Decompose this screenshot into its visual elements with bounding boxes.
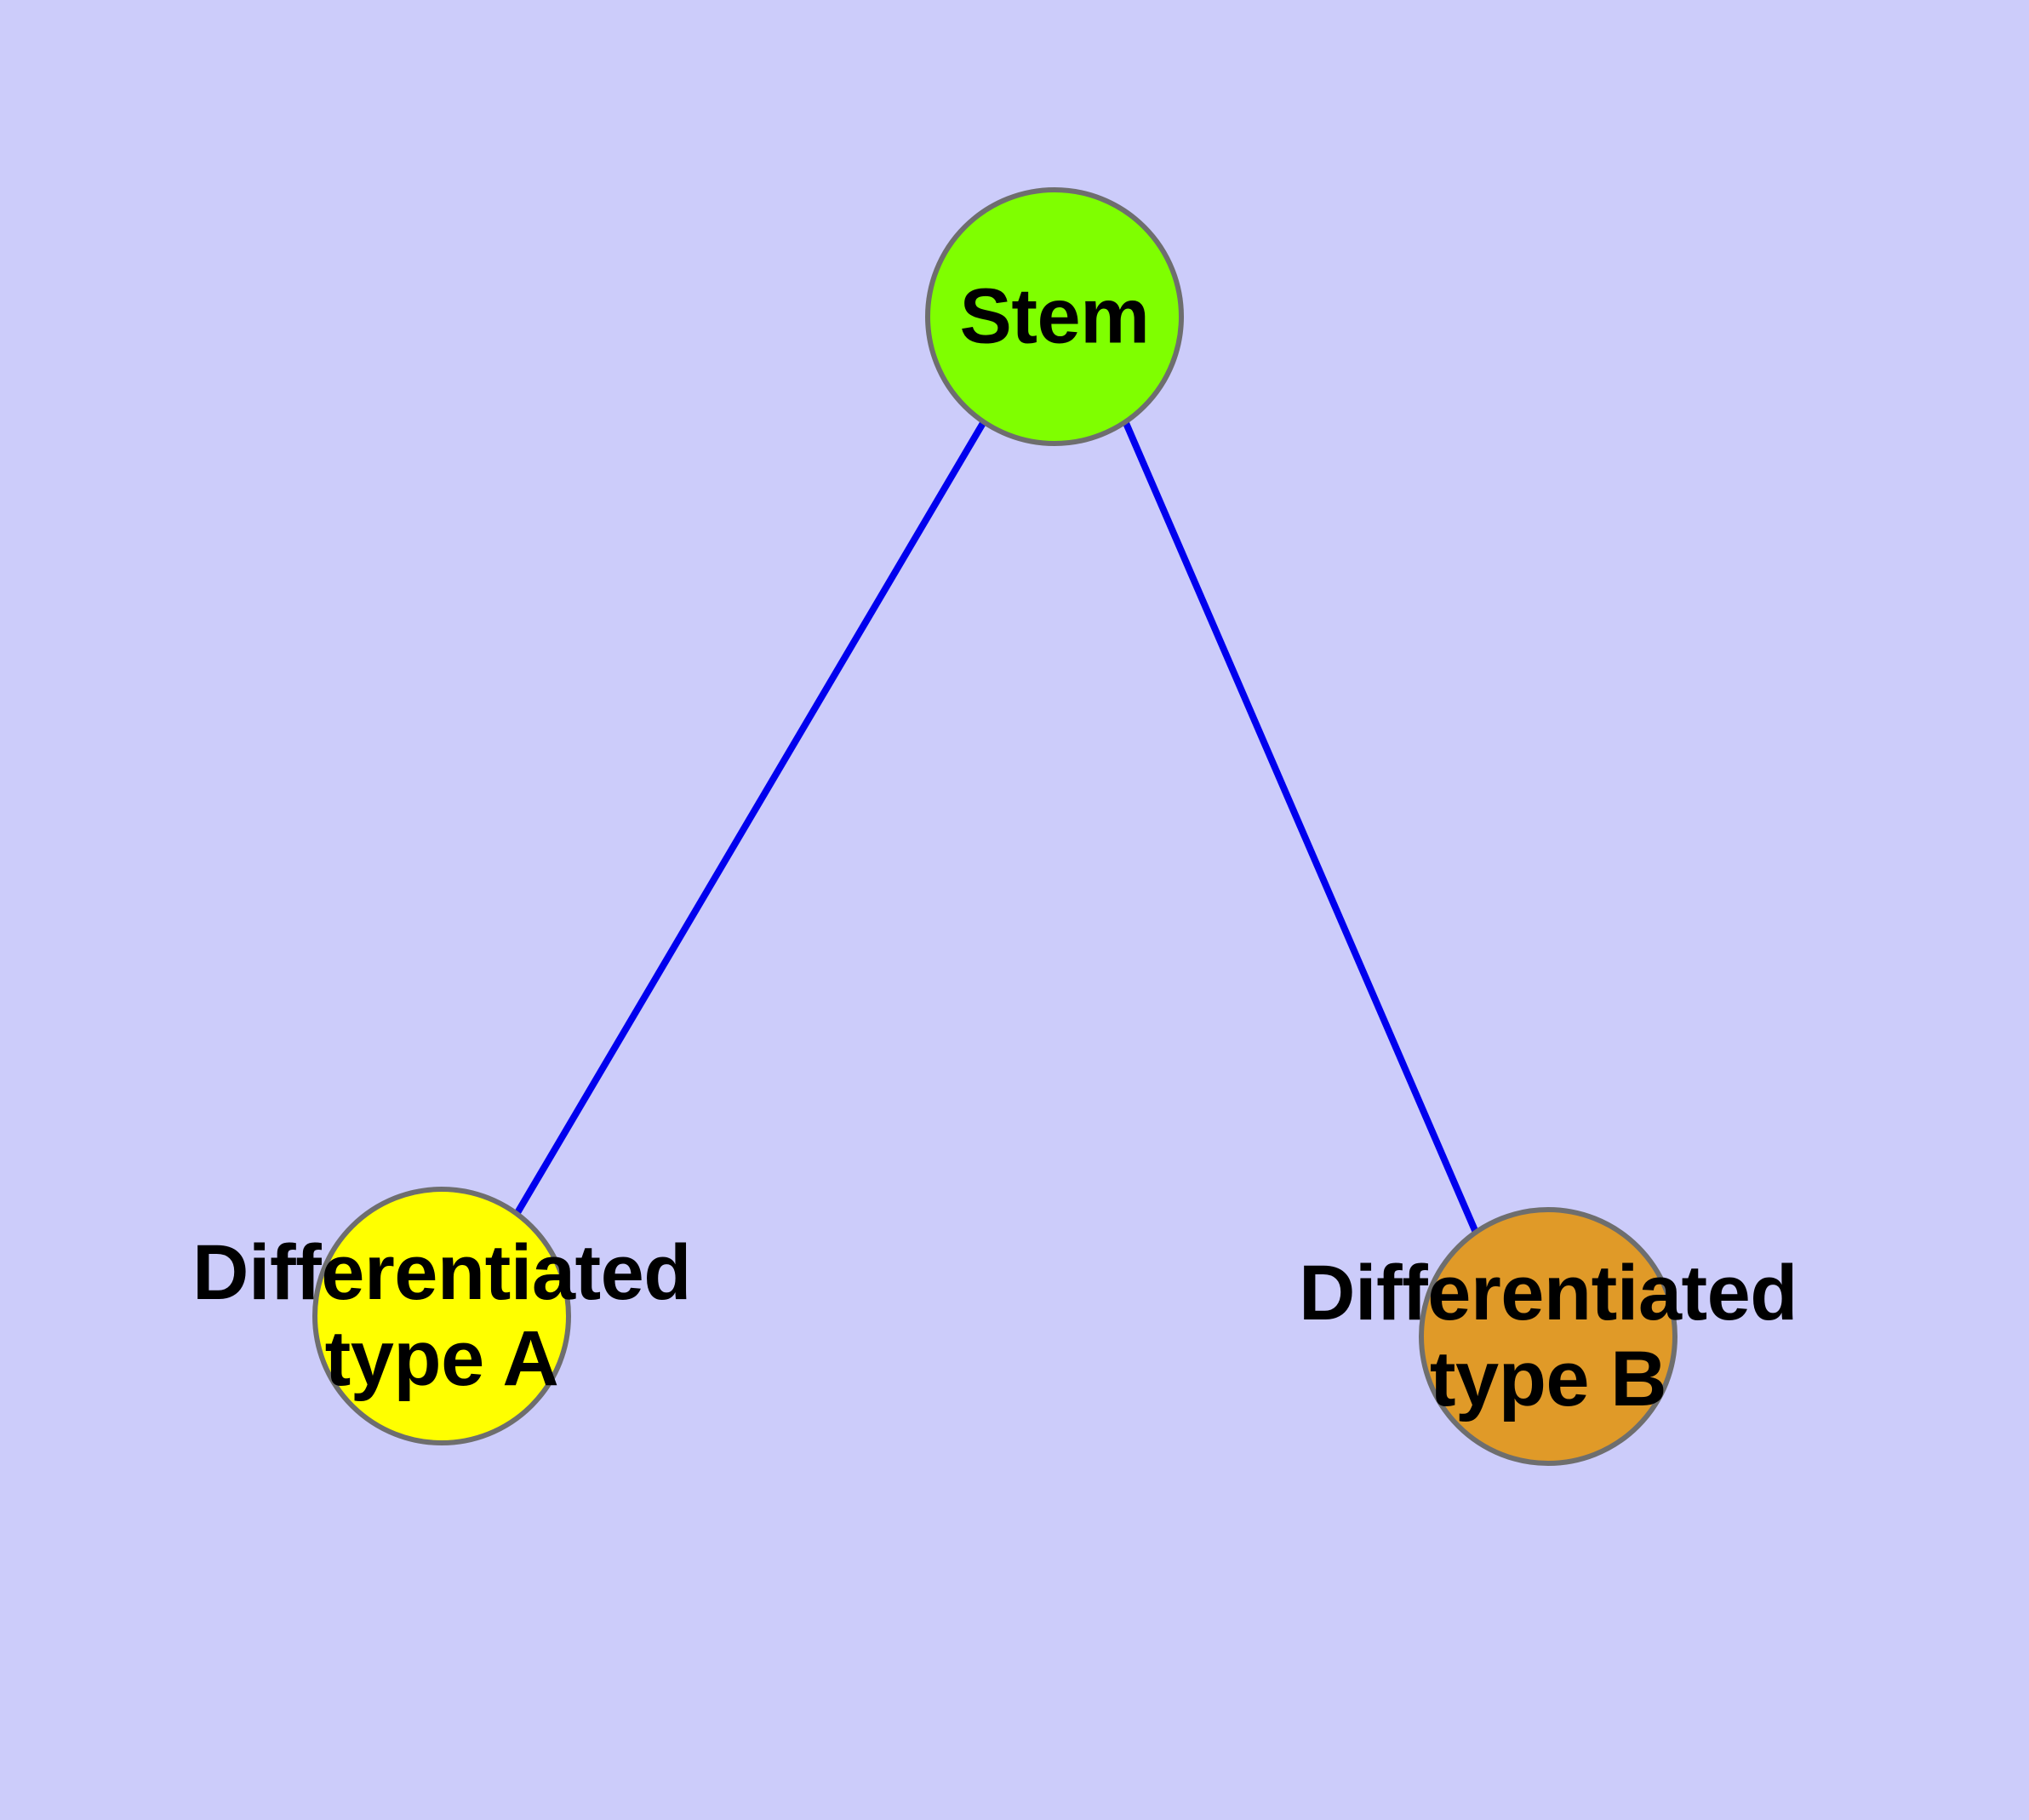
edge-stem-to-differentiated-type-b[interactable] (1123, 421, 1480, 1236)
edge-layer (512, 421, 1480, 1236)
node-layer (312, 187, 1677, 1466)
node-differentiated-type-a[interactable] (312, 1187, 571, 1445)
node-differentiated-type-b[interactable] (1419, 1207, 1677, 1466)
edge-stem-to-differentiated-type-a[interactable] (512, 421, 986, 1218)
node-stem[interactable] (925, 187, 1184, 446)
